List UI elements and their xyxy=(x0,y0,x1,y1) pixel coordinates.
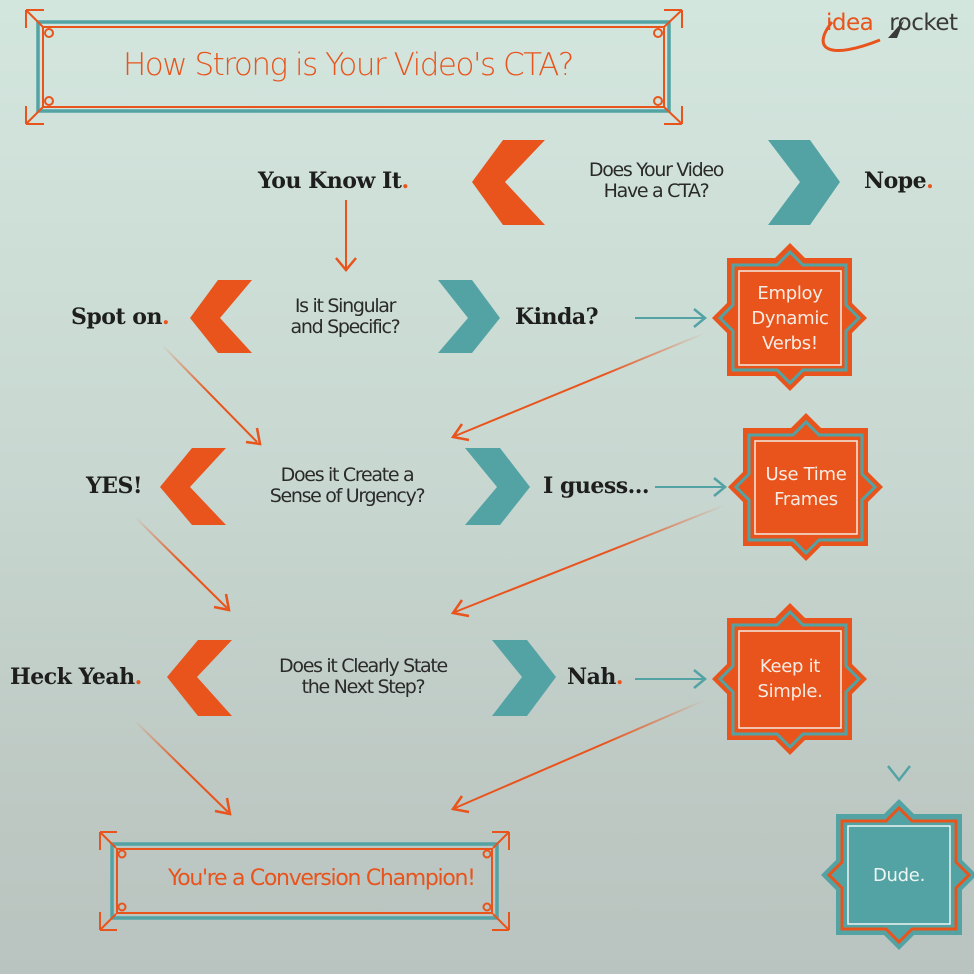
logo-part-rocket: rocket xyxy=(889,10,958,36)
question-2-line2: and Specific? xyxy=(290,316,401,338)
chevrons xyxy=(160,140,840,716)
tip-box-2 xyxy=(728,413,883,561)
tip-box-3 xyxy=(712,603,867,755)
dude-box xyxy=(821,799,974,950)
question-4: Does it Clearly State the Next Step? xyxy=(279,655,448,698)
chevron-right-1 xyxy=(768,140,840,225)
chevron-left-4 xyxy=(167,640,232,716)
logo-part-idea: idea xyxy=(826,10,874,36)
question-1-line2: Have a CTA? xyxy=(603,180,710,202)
answer-no-2: Kinda? xyxy=(515,304,599,330)
chevron-left-2 xyxy=(190,280,252,353)
question-2-line1: Is it Singular xyxy=(294,295,397,317)
answer-no-1: Nope. xyxy=(864,168,934,194)
chevron-right-2 xyxy=(438,280,500,353)
arrows xyxy=(134,200,911,816)
answer-yes-2: Spot on. xyxy=(71,304,170,330)
answer-yes-3: YES! xyxy=(86,473,143,499)
rocket-icon xyxy=(888,20,904,38)
title-frame xyxy=(25,9,683,125)
question-1: Does Your Video Have a CTA? xyxy=(588,159,725,202)
question-3-line1: Does it Create a xyxy=(280,464,415,486)
question-1-line1: Does Your Video xyxy=(588,159,725,181)
tip-box-1 xyxy=(712,243,867,391)
question-3-line2: Sense of Urgency? xyxy=(269,485,426,507)
fail-outcome: Dude. xyxy=(873,865,925,886)
answer-yes-4: Heck Yeah. xyxy=(10,664,142,690)
question-3: Does it Create a Sense of Urgency? xyxy=(269,464,426,507)
answer-no-4: Nah. xyxy=(567,664,624,690)
chevron-right-4 xyxy=(492,640,556,716)
question-2: Is it Singular and Specific? xyxy=(290,295,401,338)
chevron-left-3 xyxy=(160,448,226,525)
question-4-line1: Does it Clearly State xyxy=(279,655,448,677)
chevron-right-3 xyxy=(465,448,530,525)
answer-no-3: I guess... xyxy=(543,473,650,499)
chevron-left-1 xyxy=(472,140,545,225)
final-frame xyxy=(99,831,510,931)
answer-yes-1: You Know It. xyxy=(258,168,409,194)
page-title: How Strong is Your Video's CTA? xyxy=(123,47,574,83)
logo-swoosh xyxy=(821,21,881,52)
success-outcome: You're a Conversion Champion! xyxy=(168,866,476,891)
question-4-line2: the Next Step? xyxy=(301,676,426,698)
logo: idea rocket xyxy=(826,10,958,36)
